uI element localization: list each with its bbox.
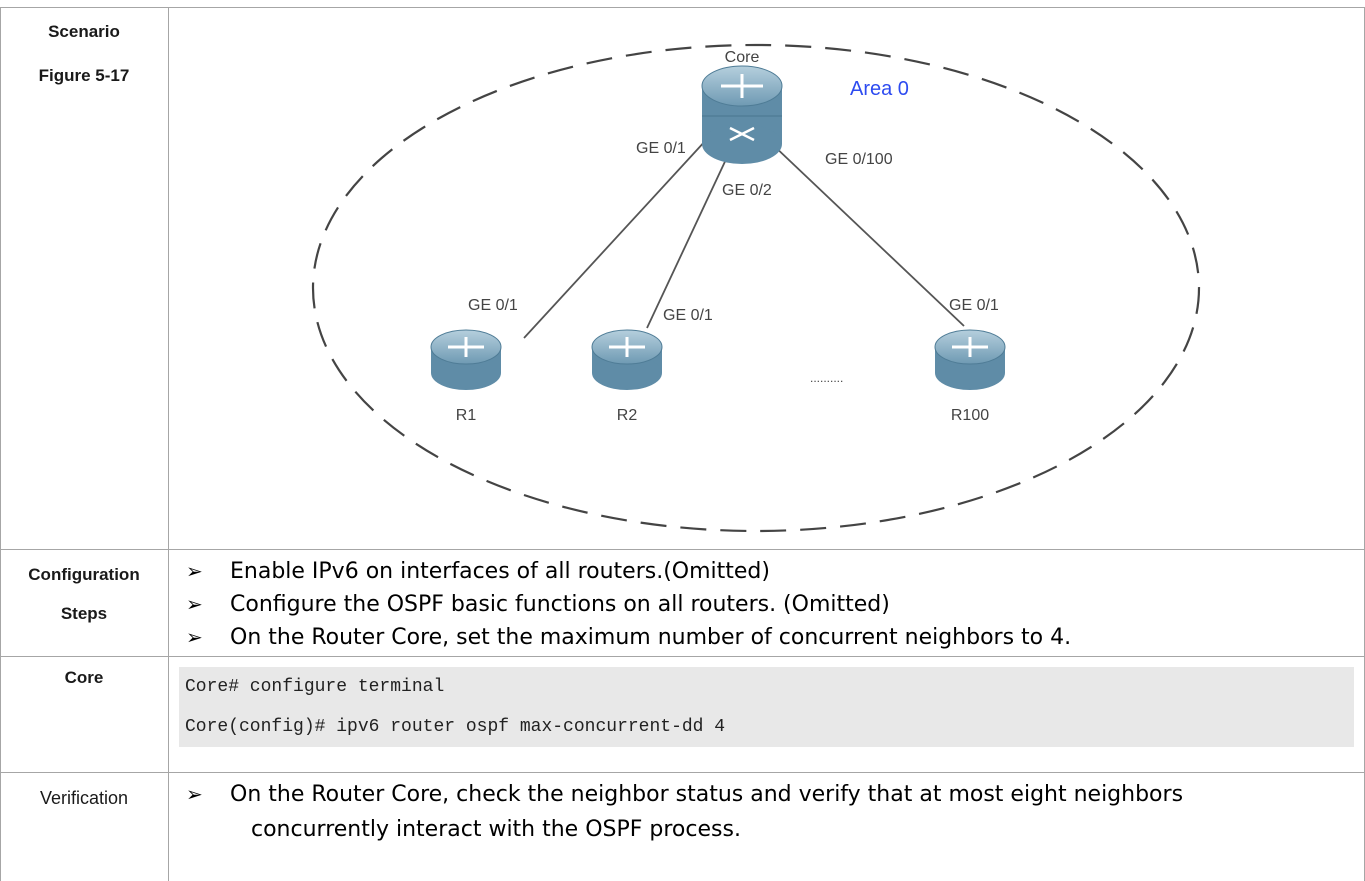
- link-core-r2: [646, 152, 730, 329]
- table-column-divider: [168, 7, 169, 881]
- step-item-2: ➢Configure the OSPF basic functions on a…: [186, 586, 890, 623]
- verification-item-cont: concurrently interact with the OSPF proc…: [251, 817, 741, 842]
- code-line-1: Core# configure terminal: [185, 677, 445, 697]
- area-boundary: [311, 43, 1201, 533]
- r2-label: R2: [617, 407, 638, 424]
- row-divider-1: [0, 549, 1365, 550]
- core-port-ge0100: GE 0/100: [825, 151, 893, 168]
- router-r1-icon: [430, 329, 502, 390]
- router-r100-icon: [934, 329, 1006, 390]
- label-scenario: Scenario: [48, 22, 120, 41]
- bullet-arrow-icon: ➢: [186, 559, 203, 583]
- step-item-3: ➢On the Router Core, set the maximum num…: [186, 619, 1071, 656]
- table-left-border: [0, 7, 1, 881]
- bullet-arrow-icon: ➢: [186, 782, 203, 806]
- label-verification: Verification: [39, 788, 129, 808]
- row-divider-2: [0, 656, 1365, 657]
- verification-item: ➢On the Router Core, check the neighbor …: [186, 776, 1183, 813]
- ellipsis-label: ..........: [810, 371, 843, 385]
- bullet-arrow-icon: ➢: [186, 592, 203, 616]
- code-block: Core# configure terminal Core(config)# i…: [179, 667, 1354, 747]
- core-label: Core: [725, 49, 760, 66]
- r100-label: R100: [951, 407, 989, 424]
- table-top-border: [0, 7, 1365, 8]
- router-r2-icon: [591, 329, 663, 390]
- r1-label: R1: [456, 407, 477, 424]
- area-label: Area 0: [850, 78, 909, 100]
- link-core-r1: [523, 138, 708, 339]
- label-core: Core: [64, 668, 104, 687]
- label-configuration: Configuration: [28, 565, 140, 584]
- label-steps: Steps: [60, 604, 108, 623]
- r2-port-label: GE 0/1: [663, 307, 713, 324]
- topology-diagram: Core Area 0 GE 0/1 GE 0/2 GE 0/100 GE 0/…: [311, 43, 1201, 533]
- label-figure: Figure 5-17: [38, 66, 130, 85]
- r1-port-label: GE 0/1: [468, 297, 518, 314]
- link-core-r100: [770, 142, 965, 327]
- core-router-icon: [701, 65, 783, 164]
- core-port-ge01: GE 0/1: [636, 140, 686, 157]
- code-line-2: Core(config)# ipv6 router ospf max-concu…: [185, 717, 726, 737]
- r100-port-label: GE 0/1: [949, 297, 999, 314]
- row-divider-3: [0, 772, 1365, 773]
- core-port-ge02: GE 0/2: [722, 182, 772, 199]
- bullet-arrow-icon: ➢: [186, 625, 203, 649]
- step-item-1: ➢Enable IPv6 on interfaces of all router…: [186, 553, 770, 590]
